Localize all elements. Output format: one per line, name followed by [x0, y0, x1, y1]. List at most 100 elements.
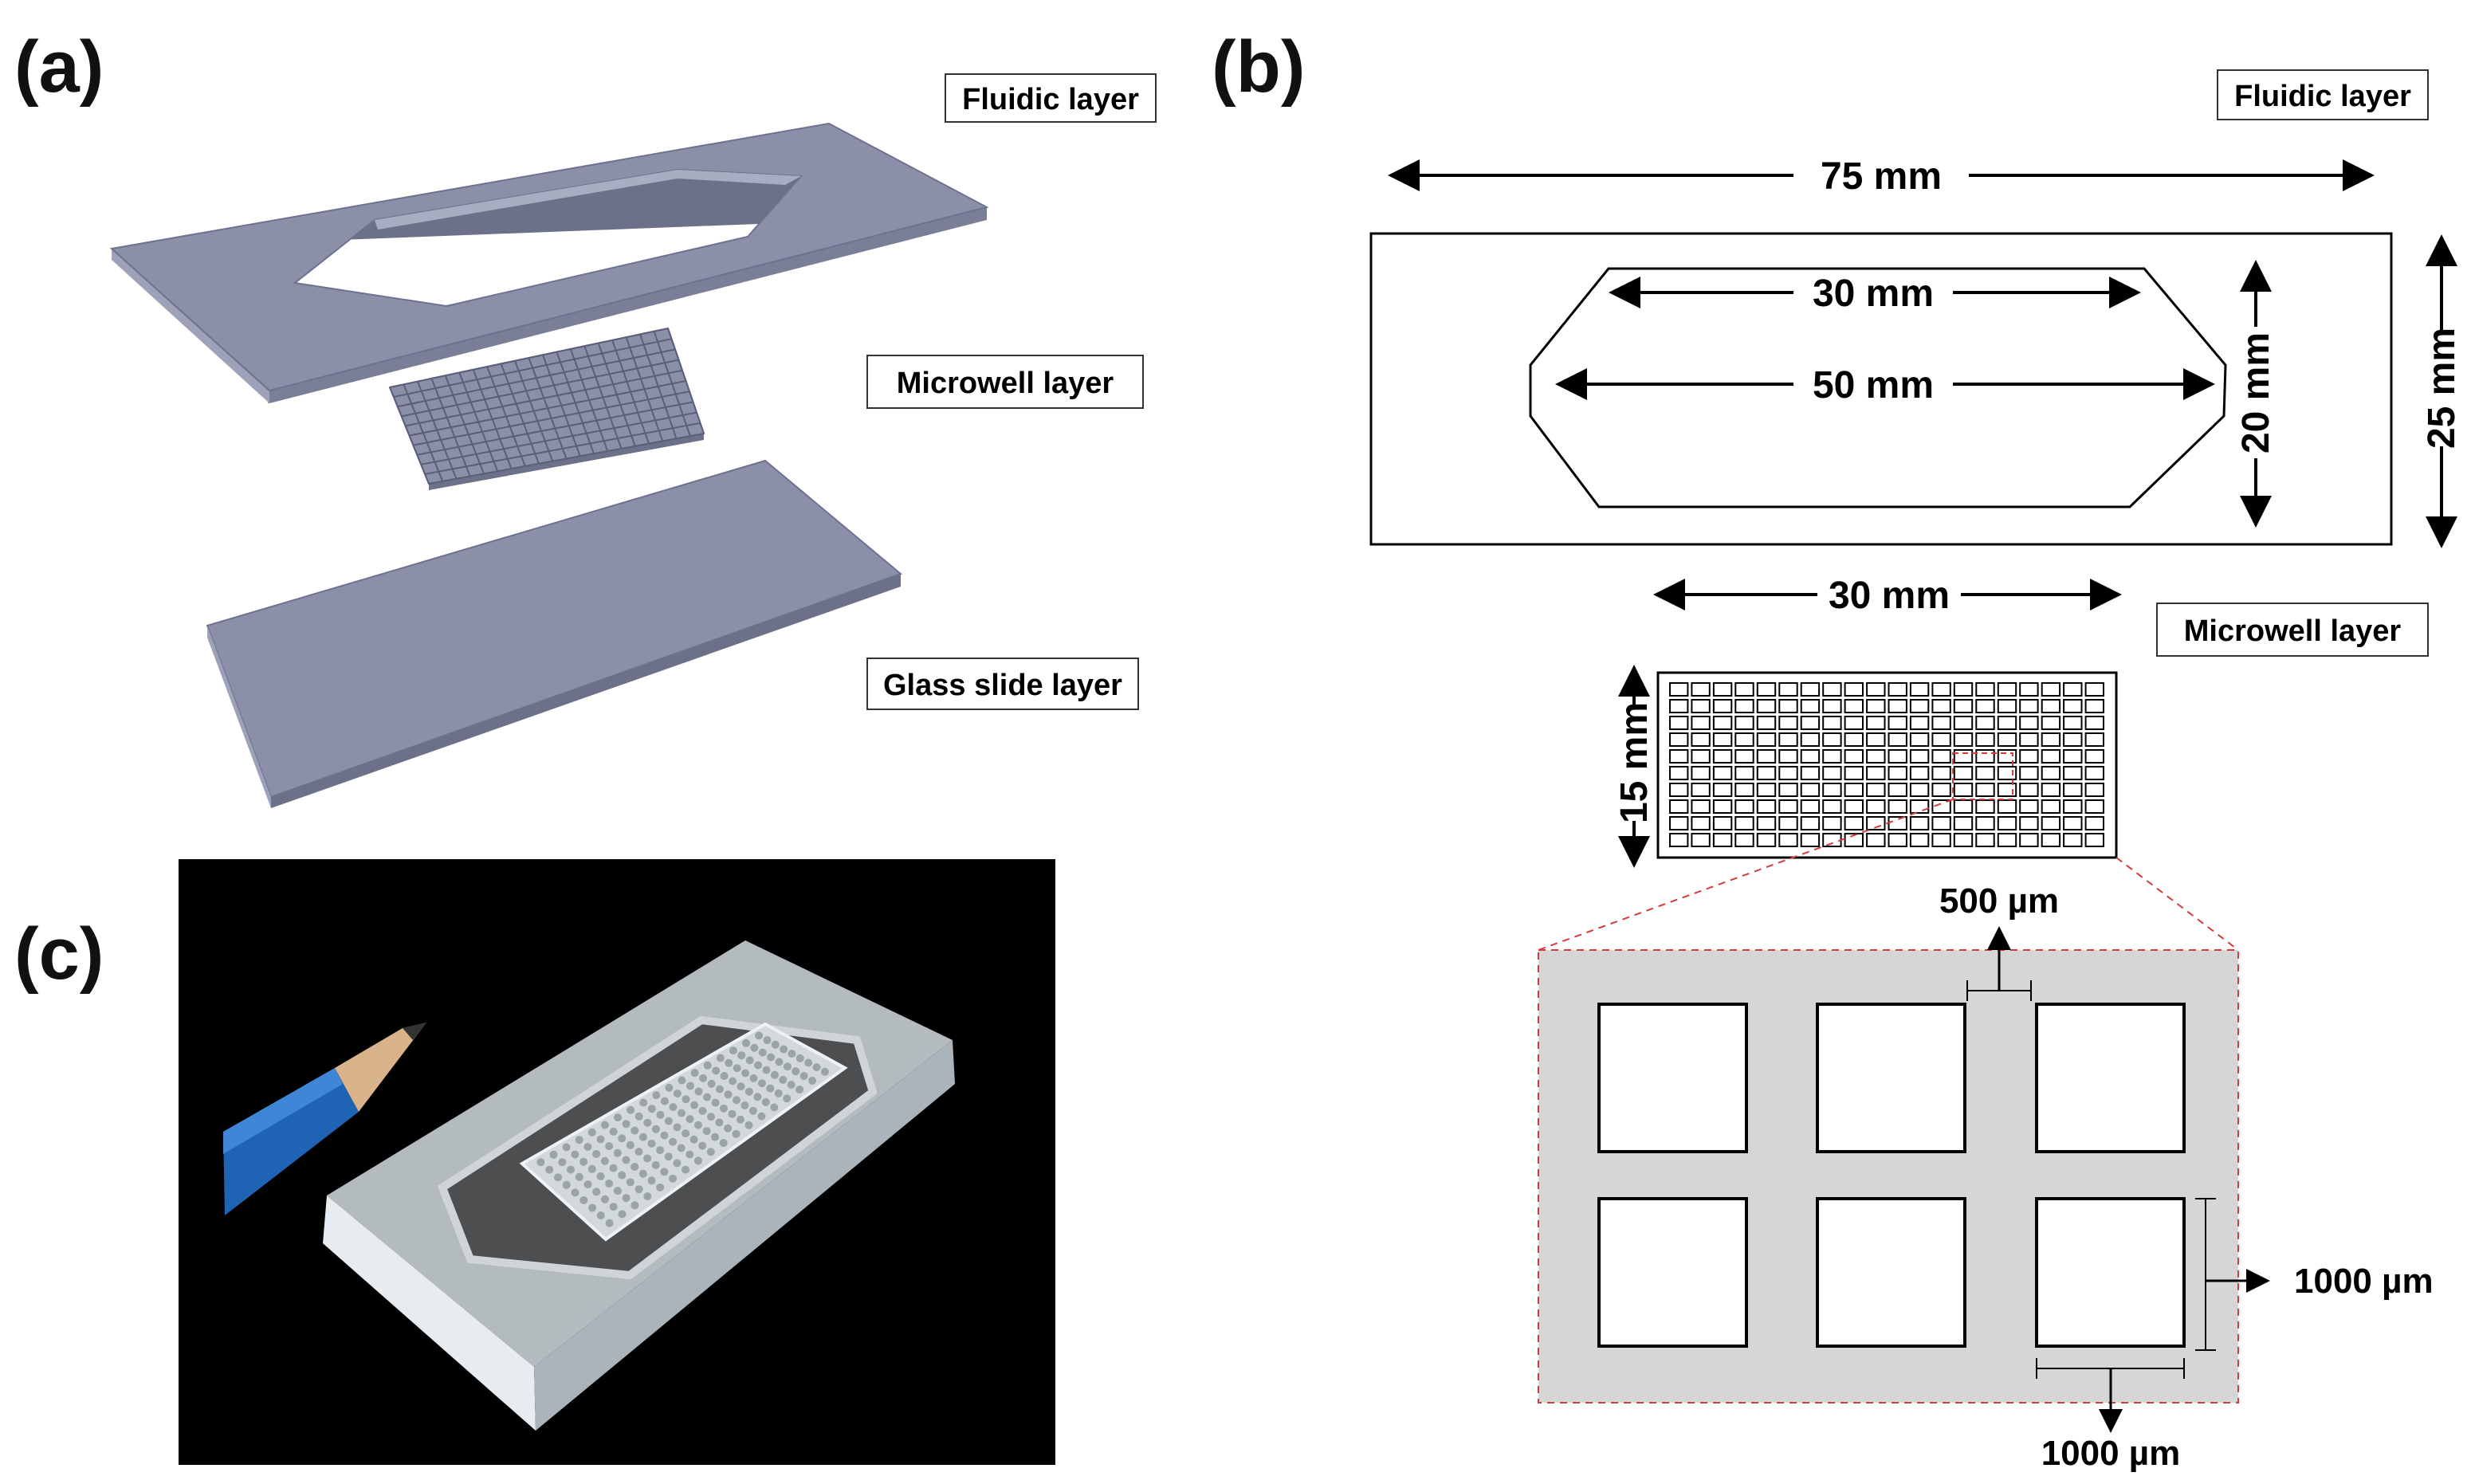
photo-well [660, 1097, 669, 1105]
microwell [2063, 732, 2083, 747]
photo-well [783, 1094, 792, 1103]
microwell [1756, 716, 1777, 730]
dim-75mm: 75 mm [1388, 155, 2375, 198]
photo-well [686, 1082, 694, 1090]
photo-well [774, 1089, 783, 1097]
microwell [1931, 833, 1951, 847]
microwell [2019, 783, 2039, 797]
photo-well [554, 1173, 562, 1182]
microwell [1844, 732, 1864, 747]
microwell [1669, 732, 1689, 747]
microwell [1953, 682, 1974, 697]
photo-well [779, 1075, 788, 1084]
microwell [1691, 833, 1711, 847]
microwell [1691, 716, 1711, 730]
microwell [1844, 682, 1864, 697]
microwell [2019, 816, 2039, 830]
photo-well [618, 1134, 627, 1143]
microwell [1931, 816, 1951, 830]
microwell [1800, 833, 1821, 847]
photo-well [592, 1188, 601, 1196]
photo-well [787, 1081, 796, 1089]
photo-well [579, 1157, 588, 1166]
microwell [2041, 833, 2061, 847]
panel-a: (a) Fluidic layer Microwell [14, 26, 1157, 808]
microwell [1734, 716, 1754, 730]
photo-well [753, 1093, 762, 1101]
microwell [1975, 816, 1995, 830]
microwell [1997, 716, 2017, 730]
microwell [1909, 732, 1930, 747]
photo-well [742, 1038, 750, 1047]
microwell [1712, 732, 1733, 747]
photo-well [575, 1136, 583, 1144]
photo-well [737, 1115, 744, 1124]
svg-text:75 mm: 75 mm [1821, 155, 1942, 198]
photo-well [744, 1121, 753, 1129]
photo-well [757, 1079, 766, 1088]
dim-20mm-opening: 20 mm [2235, 260, 2277, 528]
microwell [1997, 799, 2017, 814]
dim-1000um-height: 1000 µm [2195, 1198, 2434, 1351]
photo-well [638, 1169, 647, 1178]
microwell [1888, 732, 1907, 747]
microwell [1866, 833, 1886, 847]
microwell [1734, 783, 1754, 797]
photo-well [724, 1124, 733, 1133]
microwell [1866, 732, 1886, 747]
grid-line [413, 391, 690, 446]
svg-text:20 mm: 20 mm [2235, 332, 2277, 453]
photo-well [643, 1192, 652, 1201]
photo-well [643, 1118, 652, 1127]
dim-500um: 500 µm [1939, 881, 2059, 1001]
panel-a-letter: (a) [14, 26, 104, 108]
photo-well [689, 1135, 698, 1144]
photo-well [770, 1070, 779, 1079]
photo-well [750, 1043, 759, 1052]
microwell [2041, 682, 2061, 697]
microwell [2041, 799, 2061, 814]
svg-text:30 mm: 30 mm [1813, 273, 1934, 315]
microwell [1975, 749, 1995, 764]
microwell [1866, 816, 1886, 830]
microwell [1909, 783, 1930, 797]
dim-30mm-microwell: 30 mm [1653, 575, 2122, 617]
microwell [1844, 799, 1864, 814]
grid-line [401, 359, 679, 418]
microwell [2041, 783, 2061, 797]
photo-well [682, 1129, 690, 1138]
microwell [1756, 799, 1777, 814]
svg-text:Microwell layer: Microwell layer [2184, 614, 2402, 648]
microwell [1734, 699, 1754, 713]
microwell [1909, 799, 1930, 814]
photo-well [758, 1048, 767, 1057]
photo-microwells [536, 1031, 829, 1227]
microwell [1997, 833, 2017, 847]
photo-well [749, 1074, 758, 1082]
photo-well [707, 1079, 716, 1088]
photo-well [783, 1062, 792, 1071]
photo-well [613, 1148, 622, 1157]
microwell [2019, 766, 2039, 780]
microwell [1888, 783, 1907, 797]
microwell [2041, 732, 2061, 747]
photo-well [712, 1066, 721, 1075]
microwell [1800, 816, 1821, 830]
microwell [1909, 816, 1930, 830]
photo-well [664, 1117, 673, 1125]
photo-well [767, 1053, 776, 1062]
photo-well [716, 1085, 724, 1093]
grid-line [389, 328, 669, 388]
microwell [1953, 783, 1974, 797]
photo-well [605, 1219, 614, 1227]
svg-text:Fluidic layer: Fluidic layer [962, 83, 1139, 116]
microwell [1953, 766, 1974, 780]
photo-well [652, 1091, 661, 1100]
photo-well [737, 1082, 745, 1091]
microwell [1975, 766, 1995, 780]
svg-text:1000 µm: 1000 µm [2294, 1262, 2434, 1301]
photo-well [694, 1087, 703, 1096]
pencil-image [223, 1023, 426, 1215]
microwell [1778, 766, 1798, 780]
photo-well [618, 1210, 627, 1219]
